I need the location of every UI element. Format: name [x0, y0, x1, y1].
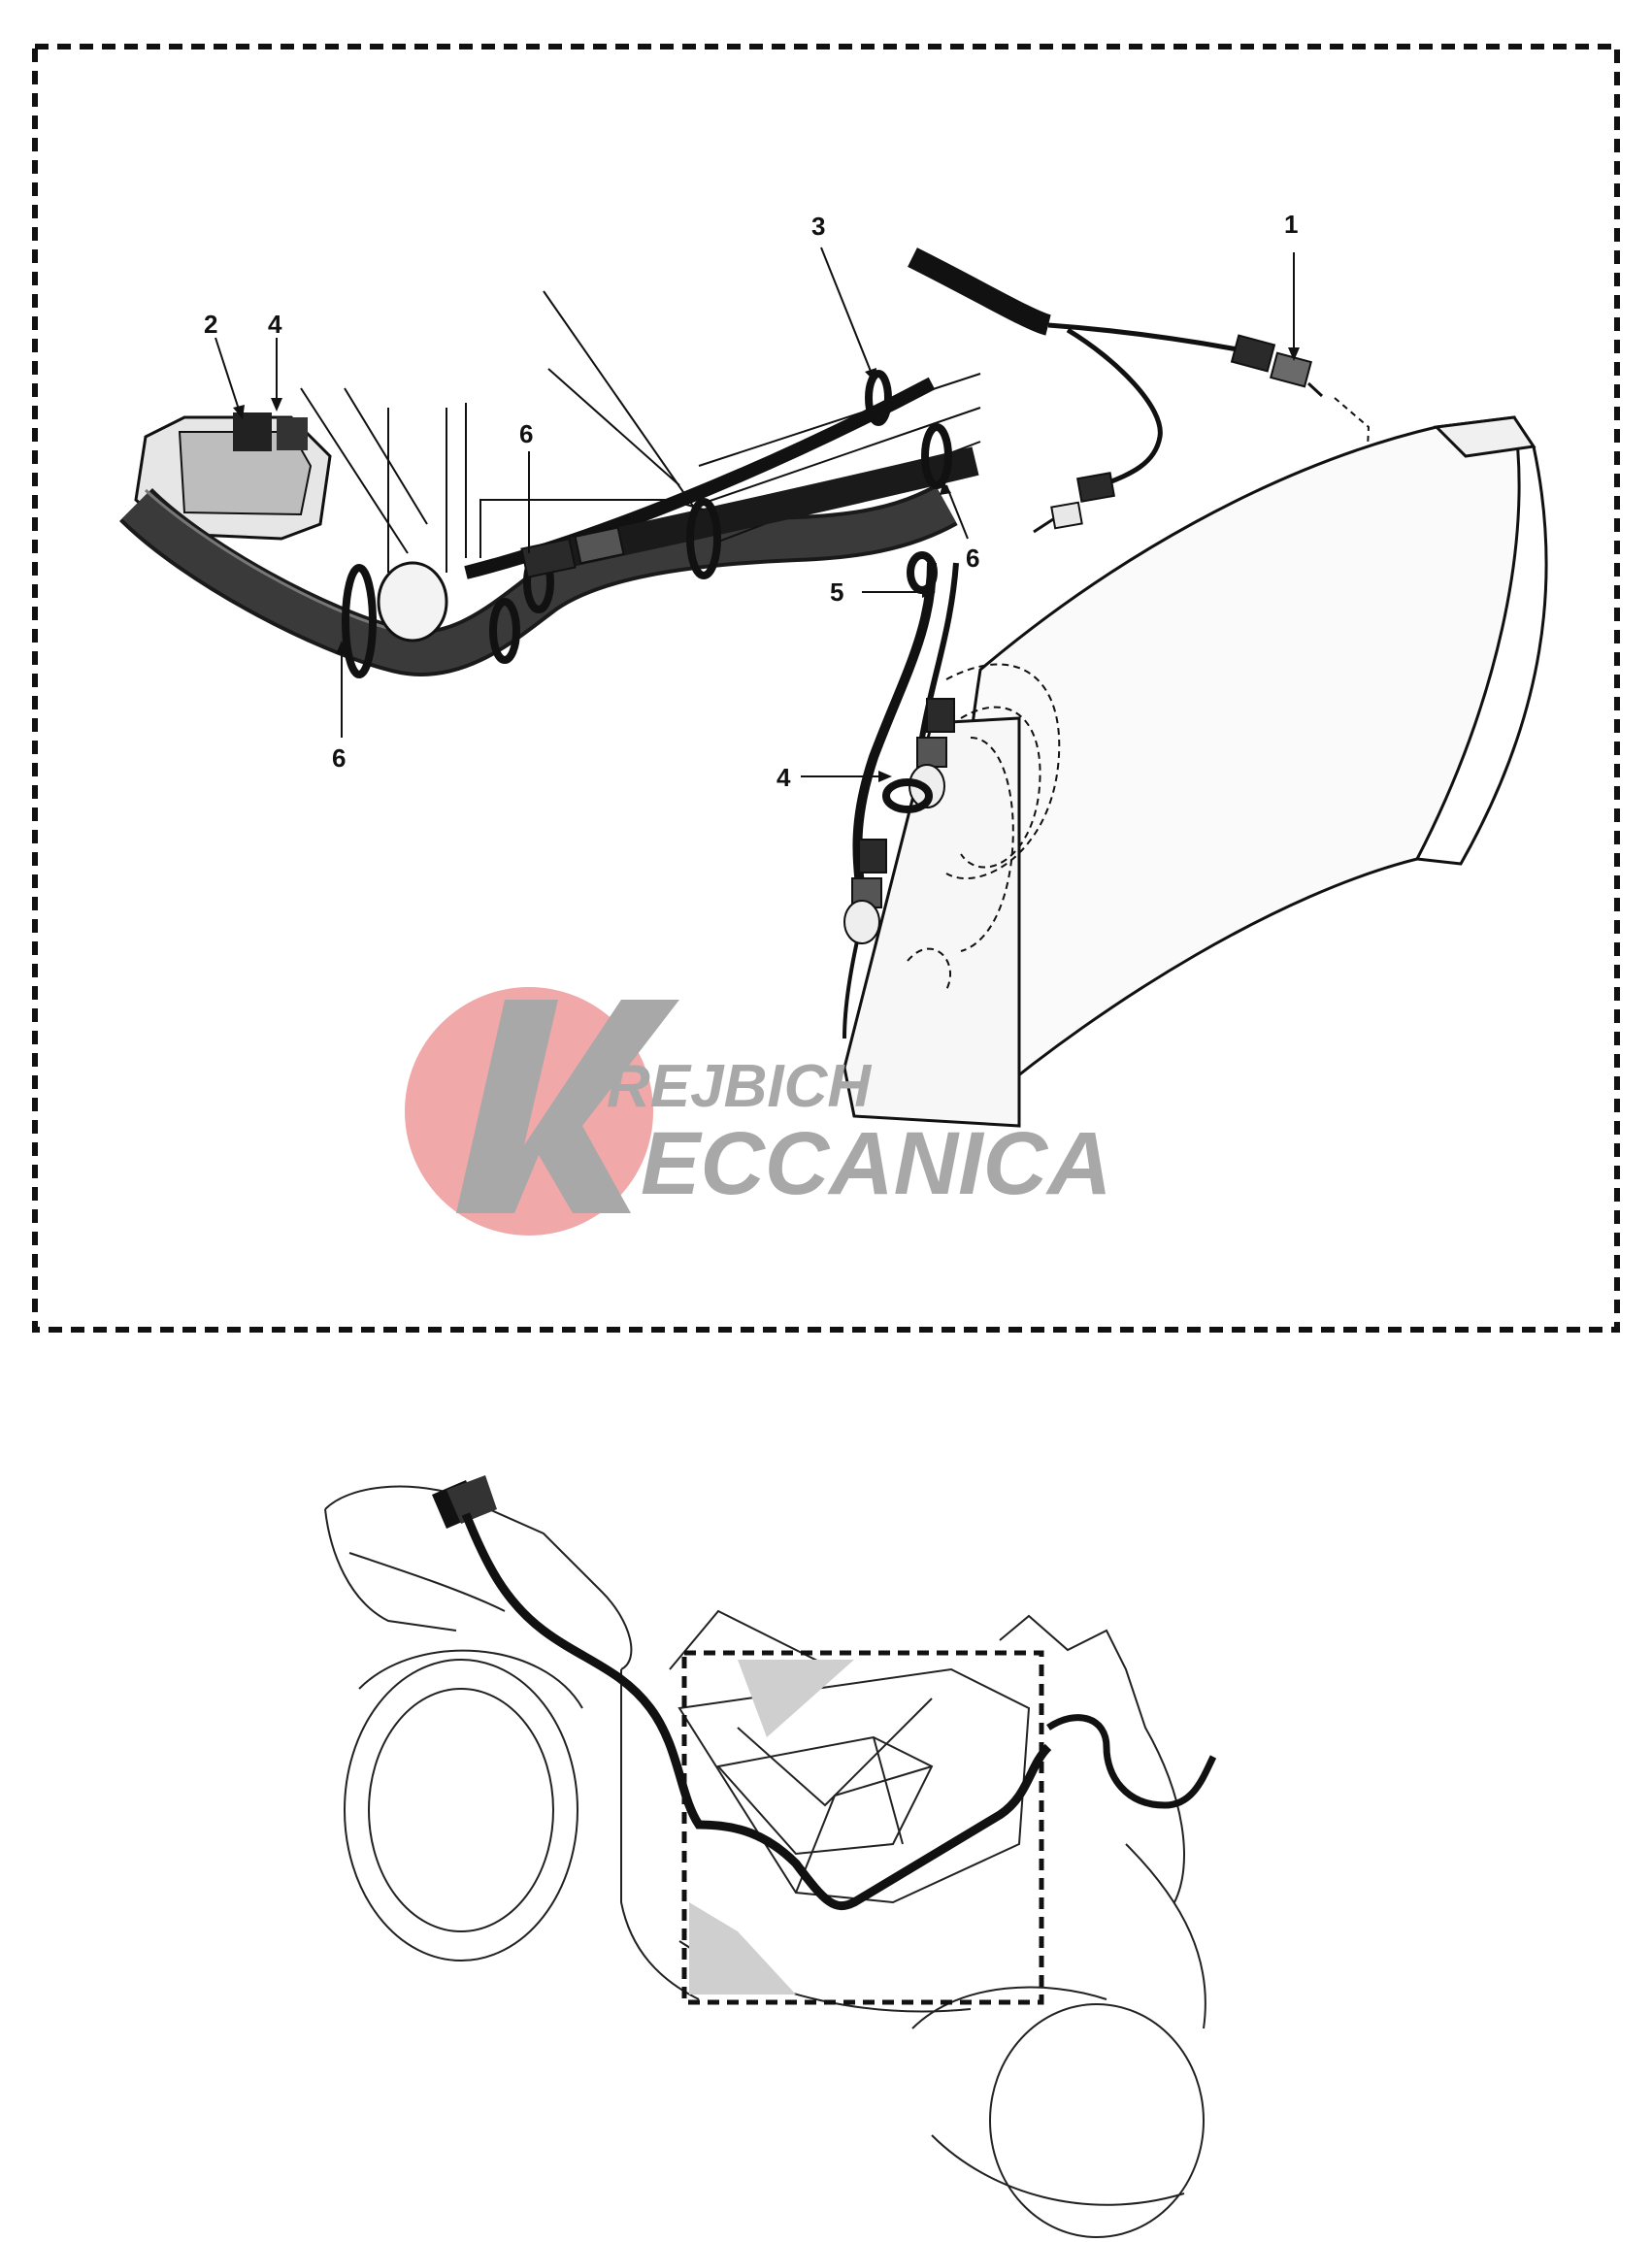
watermark-logo: REJBICH ECCANICA	[405, 987, 1112, 1236]
control-unit	[134, 412, 332, 541]
detail-frame	[32, 44, 1620, 1333]
callout-6-right: 6	[966, 544, 979, 573]
overview-harness	[461, 1512, 1217, 1911]
motorcycle-overview	[324, 1485, 1206, 2238]
detail-indicator-box	[681, 1650, 1044, 2005]
pipe-end	[377, 408, 448, 643]
main-harness	[119, 483, 958, 676]
callout-leaders	[215, 247, 1295, 777]
sensor-connector	[1230, 334, 1324, 398]
callout-6-top: 6	[519, 419, 533, 448]
radiator	[843, 415, 1548, 1128]
sensor-cable	[908, 247, 1239, 488]
callout-4-top: 4	[268, 310, 282, 339]
watermark-line-1: REJBICH	[607, 1053, 872, 1120]
detail-shade	[689, 1660, 854, 1737]
detail-shade-lower	[689, 1902, 796, 1995]
callout-2: 2	[204, 310, 217, 339]
inline-connector	[520, 526, 625, 579]
callout-4-mid: 4	[776, 763, 791, 792]
callout-6-bottom: 6	[332, 743, 346, 773]
callout-5: 5	[830, 577, 843, 607]
fan-connector-lower	[843, 839, 887, 944]
watermark-line-2: ECCANICA	[641, 1114, 1112, 1213]
callout-arrowheads	[233, 347, 1300, 782]
callout-3: 3	[811, 212, 825, 241]
temp-sensor	[1033, 472, 1115, 534]
cable-ties	[342, 370, 952, 813]
callout-1: 1	[1284, 210, 1298, 239]
